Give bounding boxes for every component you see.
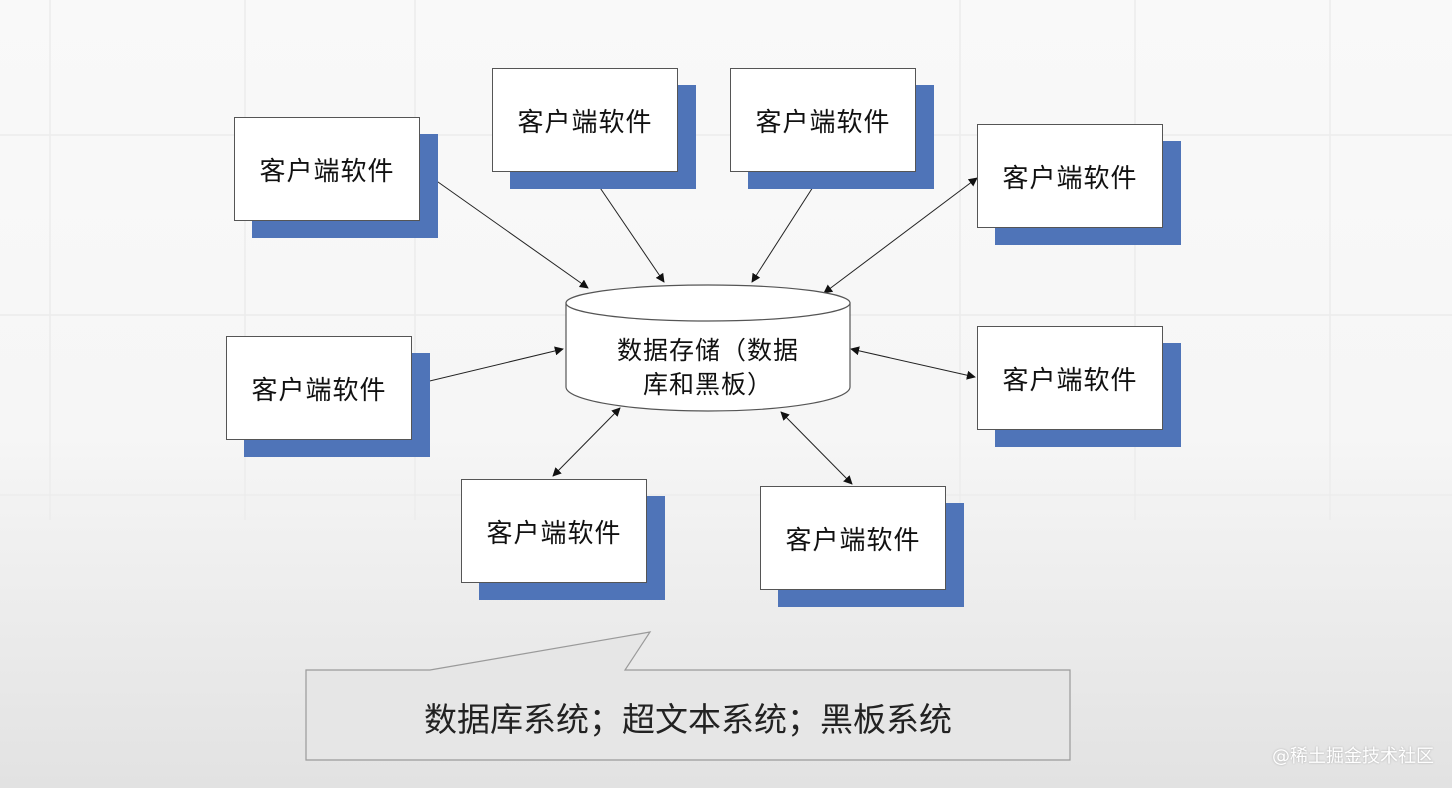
arrow-c2-db — [589, 172, 665, 283]
arrow-c4-db — [823, 177, 978, 294]
database-label: 数据存储（数据库和黑板） — [616, 336, 799, 399]
arrow-c1-db — [420, 169, 589, 289]
client-label: 客户端软件 — [1002, 365, 1138, 396]
client-box: 客户端软件 — [226, 336, 412, 440]
client-label: 客户端软件 — [259, 156, 395, 187]
client-label: 客户端软件 — [785, 525, 921, 556]
client-box: 客户端软件 — [234, 117, 420, 221]
arrow-c8-db — [780, 411, 853, 485]
callout-text: 数据库系统；超文本系统；黑板系统 — [424, 700, 952, 739]
client-label: 客户端软件 — [1002, 163, 1138, 194]
arrow-c7-db — [552, 407, 621, 477]
callout-shape — [305, 631, 1071, 761]
arrow-c5-db — [412, 346, 564, 388]
client-label: 客户端软件 — [517, 107, 653, 138]
client-label: 客户端软件 — [251, 375, 387, 406]
client-box: 客户端软件 — [461, 479, 647, 583]
client-box: 客户端软件 — [492, 68, 678, 172]
client-box: 客户端软件 — [977, 326, 1163, 430]
client-box: 客户端软件 — [730, 68, 916, 172]
client-label: 客户端软件 — [486, 518, 622, 549]
database-cylinder — [565, 284, 851, 412]
arrow-c3-db — [751, 172, 823, 283]
client-box: 客户端软件 — [760, 486, 946, 590]
watermark: @稀土掘金技术社区 — [1272, 746, 1434, 767]
client-label: 客户端软件 — [755, 107, 891, 138]
client-box: 客户端软件 — [977, 124, 1163, 228]
arrow-c6-db — [850, 346, 976, 380]
